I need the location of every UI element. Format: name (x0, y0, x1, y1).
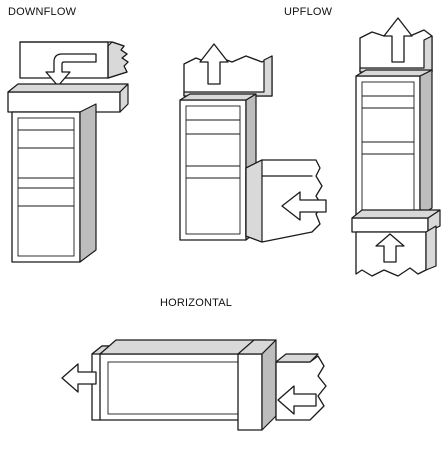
downflow-label: DOWNFLOW (8, 6, 77, 18)
upflow-side-return-furnace-icon (179, 43, 327, 243)
downflow-furnace-icon (7, 41, 129, 263)
horizontal-label: HORIZONTAL (160, 297, 233, 309)
horizontal-furnace-icon (61, 339, 327, 431)
upflow-bottom-return-furnace-icon (351, 17, 441, 277)
upflow-label: UPFLOW (284, 6, 333, 18)
